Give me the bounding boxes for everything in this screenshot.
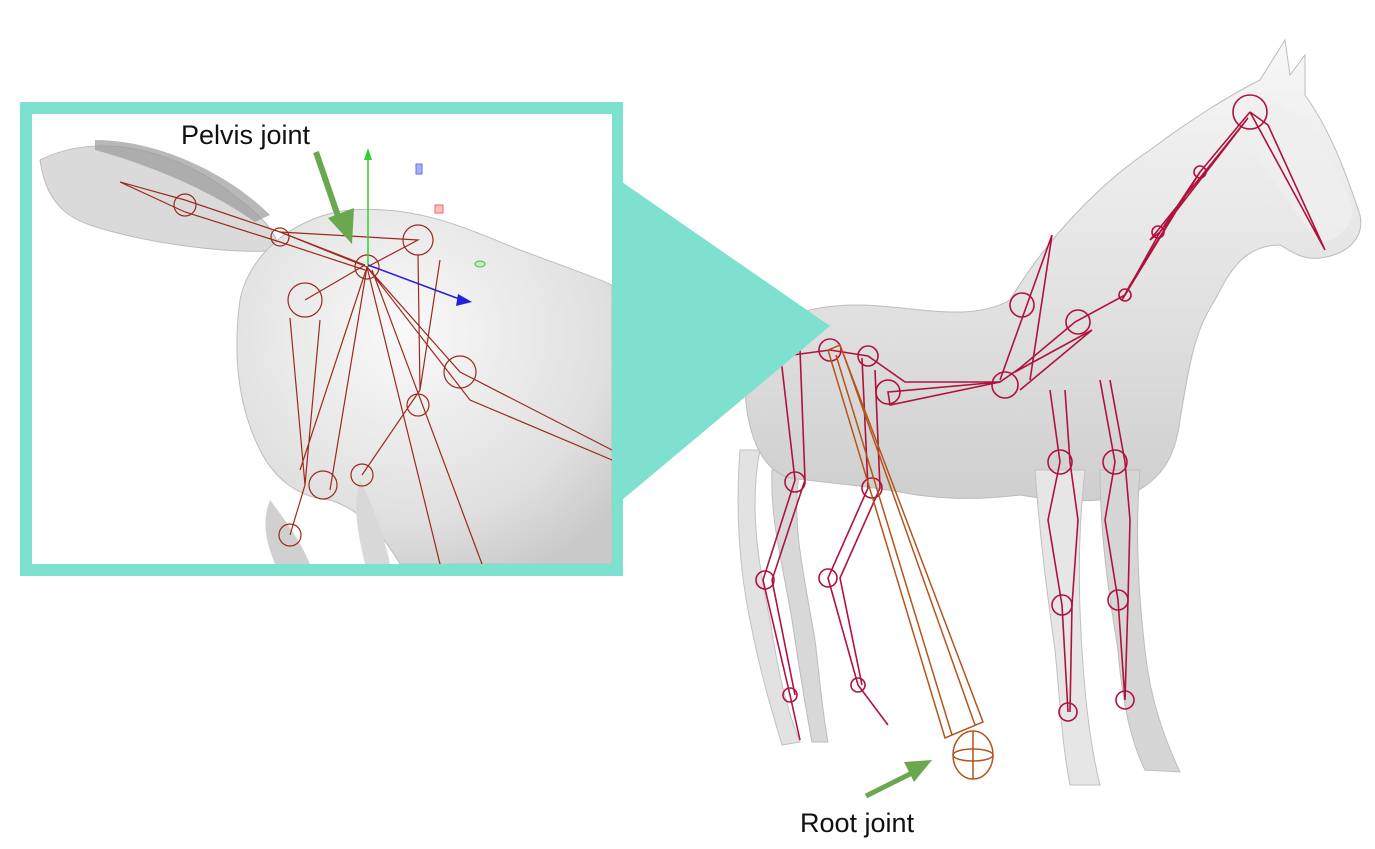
inset-joint-pelvis <box>354 254 380 280</box>
horse-front-leg-far <box>1099 469 1181 773</box>
inset-joint-knee-2 <box>308 470 338 500</box>
bone-front-leg-near <box>1047 389 1079 713</box>
joint-shoulder-2 <box>1065 309 1091 335</box>
root-joint-label: Root joint <box>800 808 915 838</box>
bone-scapula <box>999 234 1093 391</box>
bone-hind-leg-far <box>827 357 889 726</box>
joint-front-knee-near <box>1051 594 1073 616</box>
root-arrow-shaft <box>864 770 914 799</box>
bone-hind-leg-near <box>762 349 806 741</box>
joint-hind-knee-near <box>784 471 806 493</box>
bone-head <box>1249 111 1326 251</box>
bone-back-cone <box>887 381 1001 406</box>
root-bone <box>827 344 994 780</box>
arrow-up-right-icon <box>864 760 932 799</box>
joint-front-elbow-far <box>1102 449 1128 475</box>
joint-front-elbow-near <box>1047 449 1073 475</box>
joint-front-fetlock-near <box>1058 702 1078 722</box>
inset-joint-tail-1 <box>173 193 197 217</box>
pelvis-joint-label: Pelvis joint <box>181 120 311 150</box>
inset-joint-hip-2 <box>287 282 323 318</box>
root-callout: Root joint <box>800 760 932 838</box>
bone-front-leg-far <box>1099 379 1131 701</box>
gizmo-x-axis <box>367 264 463 301</box>
bone-root <box>827 344 984 740</box>
zoom-inset <box>20 102 623 576</box>
inset-skeleton <box>119 181 612 564</box>
bone-neck-cone <box>1121 117 1249 301</box>
transform-gizmo <box>364 148 486 306</box>
inset-joint-tail-2 <box>270 227 290 247</box>
joint-hind-hock-near <box>755 570 775 590</box>
horse-model <box>627 38 1362 786</box>
joint-hind-fetlock-far <box>850 677 866 693</box>
root-arrow-head <box>904 760 932 782</box>
inset-leg <box>265 500 310 564</box>
gizmo-x-arrow-icon <box>456 294 472 306</box>
joint-hind-hock-far <box>818 568 838 588</box>
pelvis-arrow-shaft <box>313 151 343 223</box>
joint-chest <box>991 371 1019 399</box>
callout-wedge <box>622 182 830 500</box>
gizmo-plane-green <box>474 260 486 268</box>
gizmo-plane-blue <box>415 163 423 175</box>
inset-bone-legs <box>289 254 612 564</box>
arrow-down-right-icon <box>313 151 354 244</box>
inset-leg-2 <box>356 480 390 564</box>
joint-hind-fetlock-near <box>782 687 798 703</box>
pelvis-arrow-head <box>328 208 354 244</box>
gizmo-plane-red <box>434 204 444 214</box>
inset-joint-knee-3 <box>350 463 374 487</box>
bone-root-inner <box>835 349 976 736</box>
joint-spine-1 <box>857 345 879 367</box>
joint-front-fetlock-far <box>1115 690 1135 710</box>
joint-front-knee-far <box>1107 589 1129 611</box>
joint-neck-1 <box>1118 288 1132 302</box>
joint-pelvis <box>818 338 842 362</box>
horse-front-leg-near <box>1034 469 1101 786</box>
gizmo-y-arrow-icon <box>364 148 372 160</box>
inset-tail-shade <box>95 140 270 222</box>
joint-head <box>1232 94 1268 130</box>
inset-joint-fetlock <box>278 523 302 547</box>
pelvis-callout: Pelvis joint <box>181 120 354 244</box>
horse-hind-leg-near <box>737 449 801 746</box>
